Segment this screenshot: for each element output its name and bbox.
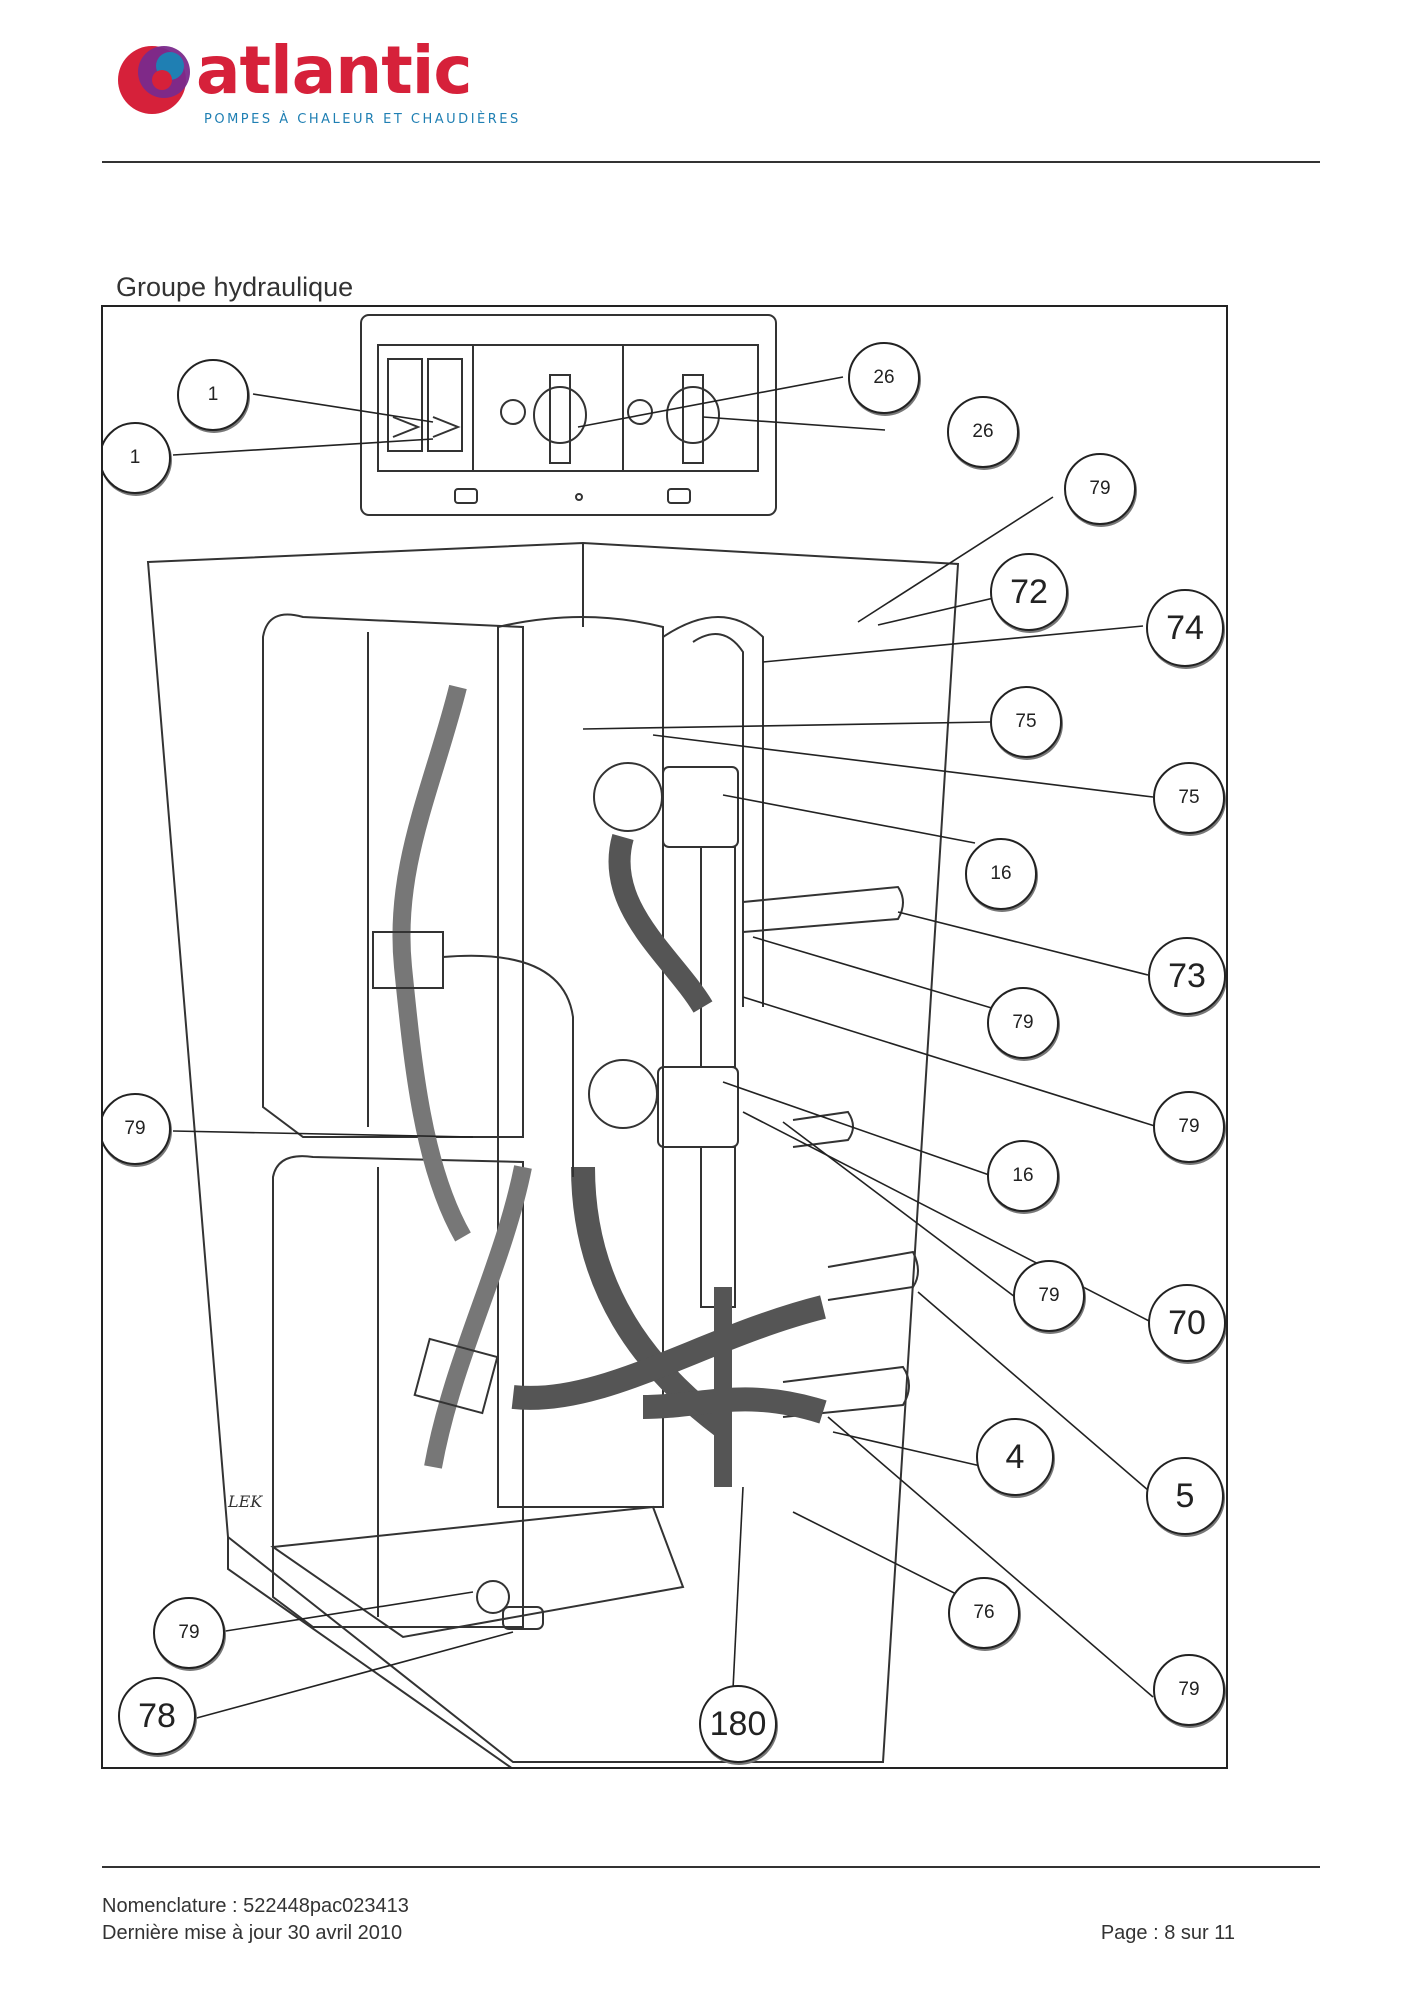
- svg-text:LEK: LEK: [227, 1492, 263, 1511]
- callout-5: 5: [1146, 1457, 1224, 1535]
- atlantic-logo: atlantic POMPES À CHALEUR ET CHAUDIÈRES: [112, 32, 518, 132]
- electrical-box: [360, 314, 777, 516]
- brand-name: atlantic: [196, 32, 473, 109]
- callout-4: 4: [976, 1418, 1054, 1496]
- callout-75-lower: 75: [1153, 762, 1225, 834]
- callout-73: 73: [1148, 937, 1226, 1015]
- callout-79-bottom-right: 79: [1153, 1654, 1225, 1726]
- callout-26-upper: 26: [848, 342, 920, 414]
- callout-26-lower: 26: [947, 396, 1019, 468]
- hydraulic-unit-drawing: LEK: [146, 314, 1159, 1767]
- callout-76: 76: [948, 1577, 1020, 1649]
- callout-1-lower: 1: [103, 422, 171, 494]
- braided-hose-1: [608, 833, 713, 1013]
- callout-70: 70: [1148, 1284, 1226, 1362]
- callout-72: 72: [990, 553, 1068, 631]
- callout-16-lower: 16: [987, 1140, 1059, 1212]
- callout-79-center-right: 79: [1013, 1260, 1085, 1332]
- footer-last-update: Dernière mise à jour 30 avril 2010: [102, 1922, 403, 1944]
- callout-180: 180: [699, 1685, 777, 1763]
- cabinet-outline: [146, 541, 960, 1763]
- callout-79-mid-right: 79: [987, 987, 1059, 1059]
- section-title: Groupe hydraulique: [116, 272, 354, 302]
- footer-divider: [102, 1866, 1320, 1868]
- callout-78: 78: [118, 1677, 196, 1755]
- hydraulic-group-figure: LEK: [101, 305, 1228, 1769]
- lower-tank: [272, 1155, 524, 1628]
- upper-tank: [262, 613, 524, 1138]
- callout-74: 74: [1146, 589, 1224, 667]
- junction-block-bottom: [413, 1337, 499, 1415]
- callout-75-upper: 75: [990, 686, 1062, 758]
- switch-panel: [377, 344, 759, 472]
- flexible-hose-left: [392, 684, 471, 1242]
- callout-79-left: 79: [103, 1093, 171, 1165]
- junction-block-top: [372, 931, 444, 989]
- circulator-pump-1: [593, 762, 663, 832]
- footer-nomenclature: Nomenclature : 522448pac023413: [102, 1895, 409, 1917]
- callout-79-far-right: 79: [1153, 1091, 1225, 1163]
- callout-79-bottom-left: 79: [153, 1597, 225, 1669]
- central-cylinder: [497, 616, 664, 1508]
- callout-79-top: 79: [1064, 453, 1136, 525]
- circulator-pump-2: [588, 1059, 658, 1129]
- header-divider: [102, 161, 1320, 163]
- callout-16-upper: 16: [965, 838, 1037, 910]
- logo-mark-icon: [118, 46, 190, 114]
- callout-1-upper: 1: [177, 359, 249, 431]
- footer-page-number: Page : 8 sur 11: [1100, 1922, 1235, 1944]
- brand-tagline: POMPES À CHALEUR ET CHAUDIÈRES: [204, 112, 521, 127]
